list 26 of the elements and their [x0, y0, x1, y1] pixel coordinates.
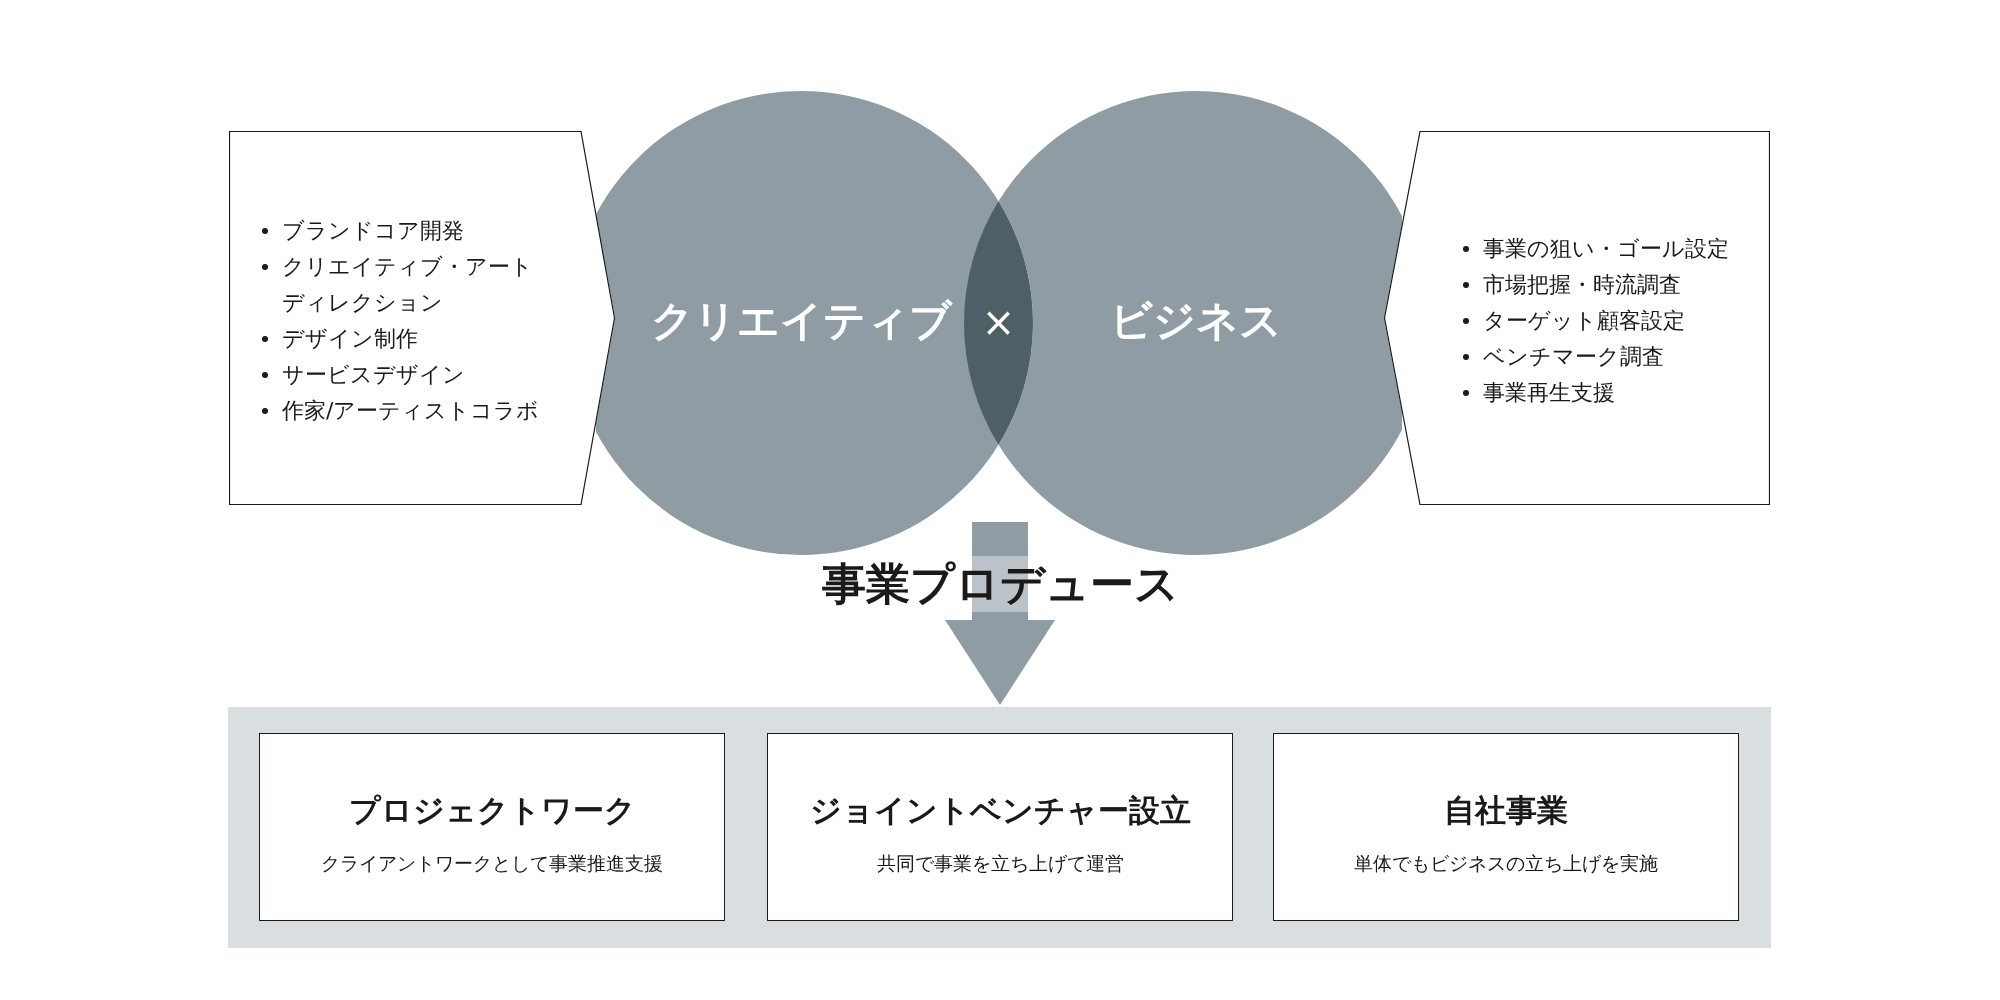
card-description: クライアントワークとして事業推進支援: [321, 852, 663, 874]
block-arrow: [945, 522, 1055, 705]
card: [1273, 733, 1739, 921]
list-item: 事業再生支援: [1483, 379, 1616, 407]
card-title: 自社事業: [1444, 792, 1568, 828]
list-item: 事業の狙い・ゴール設定: [1483, 235, 1730, 263]
chevron-box: [229, 131, 615, 505]
list-item: サービスデザイン: [282, 361, 466, 389]
chevron-box: [1384, 131, 1770, 505]
card-description: 共同で事業を立ち上げて運営: [876, 852, 1124, 874]
list-item: デザイン制作: [282, 325, 419, 353]
card: [767, 733, 1233, 921]
list-item: クリエイティブ・アートディレクション: [282, 253, 534, 317]
panel-background: [228, 707, 1771, 948]
circle-label: クリエイティブ: [650, 296, 952, 345]
card-title: ジョイントベンチャー設立: [809, 792, 1191, 828]
list-item: 作家/アーティストコラボ: [282, 397, 541, 425]
list-item: 市場把握・時流調査: [1483, 271, 1682, 299]
card: [259, 733, 725, 921]
list-item: ブランドコア開発: [282, 217, 465, 245]
list-item: ベンチマーク調査: [1483, 343, 1665, 371]
circle-label: ビジネス: [1110, 296, 1282, 345]
card-title: プロジェクトワーク: [348, 792, 636, 828]
card-description: 単体でもビジネスの立ち上げを実施: [1354, 852, 1658, 874]
times-sign: ×: [980, 299, 1017, 345]
list-item: ターゲット顧客設定: [1483, 307, 1686, 335]
